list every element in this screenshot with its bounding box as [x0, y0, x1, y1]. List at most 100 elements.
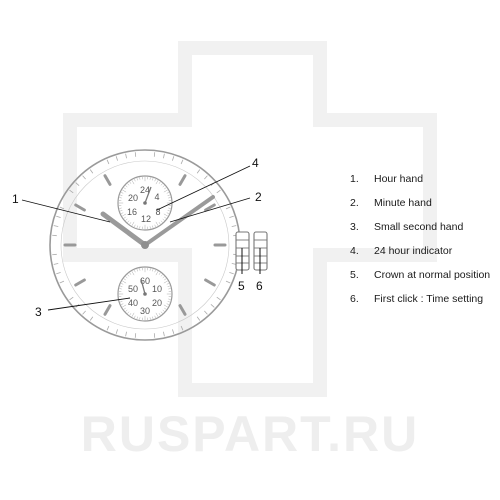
legend-item: 2. Minute hand — [350, 196, 490, 220]
subdial-tick — [166, 212, 170, 214]
minute-tick — [89, 169, 94, 174]
callout-2: 2 — [255, 190, 262, 204]
second-subdial-ticks — [118, 267, 172, 321]
minute-hand — [143, 195, 215, 247]
subdial-tick — [160, 274, 163, 277]
minute-tick — [75, 182, 80, 186]
legend-number: 6. — [350, 293, 359, 305]
minute-tick — [204, 175, 208, 180]
minute-tick — [59, 280, 65, 284]
subdial-tick — [125, 309, 128, 312]
minute-tick — [210, 304, 215, 308]
subdial-tick — [134, 224, 136, 228]
legend-list: 1.Hour hand 2. Minute hand 3.Small second… — [350, 172, 490, 316]
subdial-tick — [136, 178, 138, 181]
subdial-tick — [127, 311, 130, 314]
minute-tick — [216, 296, 221, 301]
legend-text: Minute hand — [374, 197, 432, 209]
subdial-tick — [120, 283, 124, 285]
hour-subdial: 24 4 20 16 12 8 — [117, 175, 173, 231]
hour-marker — [103, 304, 112, 316]
minute-tick — [125, 153, 127, 159]
minute-tick — [53, 225, 59, 227]
callout-4: 4 — [252, 156, 259, 170]
legend-item: 4. 24 hour indicator — [350, 244, 490, 268]
minute-tick — [229, 215, 234, 218]
minute-ticks — [52, 152, 238, 338]
legend-item: 3.Small second hand — [350, 220, 490, 244]
subdial-tick — [122, 213, 127, 217]
subdial-tick — [163, 213, 168, 217]
minute-tick — [125, 331, 127, 337]
minute-tick — [115, 329, 118, 334]
subdial-tick — [134, 269, 136, 273]
cross-watermark — [63, 41, 437, 397]
subdial-tick — [160, 220, 163, 223]
subdial-tick — [154, 269, 156, 273]
subdial-tick — [122, 280, 127, 284]
24h-hand — [144, 186, 152, 204]
legend-text: Hour hand — [374, 173, 424, 185]
minute-tick — [180, 325, 184, 331]
legend-number: 4. — [350, 245, 359, 257]
subdial-tick — [129, 272, 132, 275]
leader-line-1 — [21, 199, 111, 223]
minute-tick — [196, 169, 201, 174]
minute-tick — [216, 189, 221, 194]
subdial-label: 8 — [155, 207, 160, 217]
minute-tick — [172, 156, 175, 161]
subdial-tick — [152, 178, 154, 181]
subdial-tick — [163, 280, 168, 284]
minute-tick — [163, 331, 165, 337]
subdial-tick — [120, 212, 124, 214]
subdial-tick — [131, 180, 135, 185]
subdial-tick — [136, 316, 138, 319]
subdial-tick — [127, 274, 130, 277]
subdial-tick — [164, 278, 167, 281]
hour-marker — [204, 278, 216, 287]
subdial-tick — [166, 303, 170, 305]
subdial-tick — [154, 315, 156, 319]
minute-tick — [225, 280, 231, 284]
minute-tick — [82, 175, 86, 180]
subdial-tick — [152, 225, 154, 228]
subdial-tick — [131, 221, 135, 226]
subdial-label: 60 — [140, 276, 150, 286]
minute-tick — [106, 159, 110, 165]
center-pin — [141, 241, 149, 249]
minute-tick — [106, 325, 110, 331]
subdial-tick — [131, 312, 135, 317]
subdial-label: 4 — [154, 192, 159, 202]
hour-marker — [74, 203, 86, 212]
subdial-tick — [155, 271, 159, 276]
leader-line-2 — [169, 197, 251, 223]
subdial-label: 20 — [128, 193, 138, 203]
minute-tick — [231, 225, 237, 227]
minute-tick — [69, 296, 74, 301]
subdial-tick — [123, 278, 126, 281]
legend-text: First click : Time setting — [374, 293, 484, 305]
legend-number: 2. — [350, 197, 359, 209]
subdial-tick — [123, 307, 126, 310]
subdial-tick — [129, 313, 132, 316]
legend-text: Crown at normal position — [374, 269, 491, 281]
subdial-tick — [164, 216, 167, 219]
hour-marker — [74, 278, 86, 287]
subdial-label: 30 — [140, 306, 150, 316]
subdial-label: 20 — [152, 298, 162, 308]
subdial-tick — [155, 180, 159, 185]
subdial-tick — [123, 187, 126, 190]
subdial-tick — [127, 183, 130, 186]
minute-tick — [163, 153, 165, 159]
legend-item: 6. First click : Time setting — [350, 292, 490, 316]
legend-text: 24 hour indicator — [374, 245, 453, 257]
subdial-tick — [162, 185, 165, 188]
subdial-tick — [120, 301, 123, 303]
legend-item: 1.Hour hand — [350, 172, 490, 196]
subdial-tick — [134, 315, 136, 319]
subdial-tick — [167, 285, 170, 287]
subdial-tick — [158, 181, 161, 184]
subdial-tick — [122, 304, 127, 308]
subdial-tick — [166, 192, 170, 194]
subdial-tick — [125, 185, 128, 188]
